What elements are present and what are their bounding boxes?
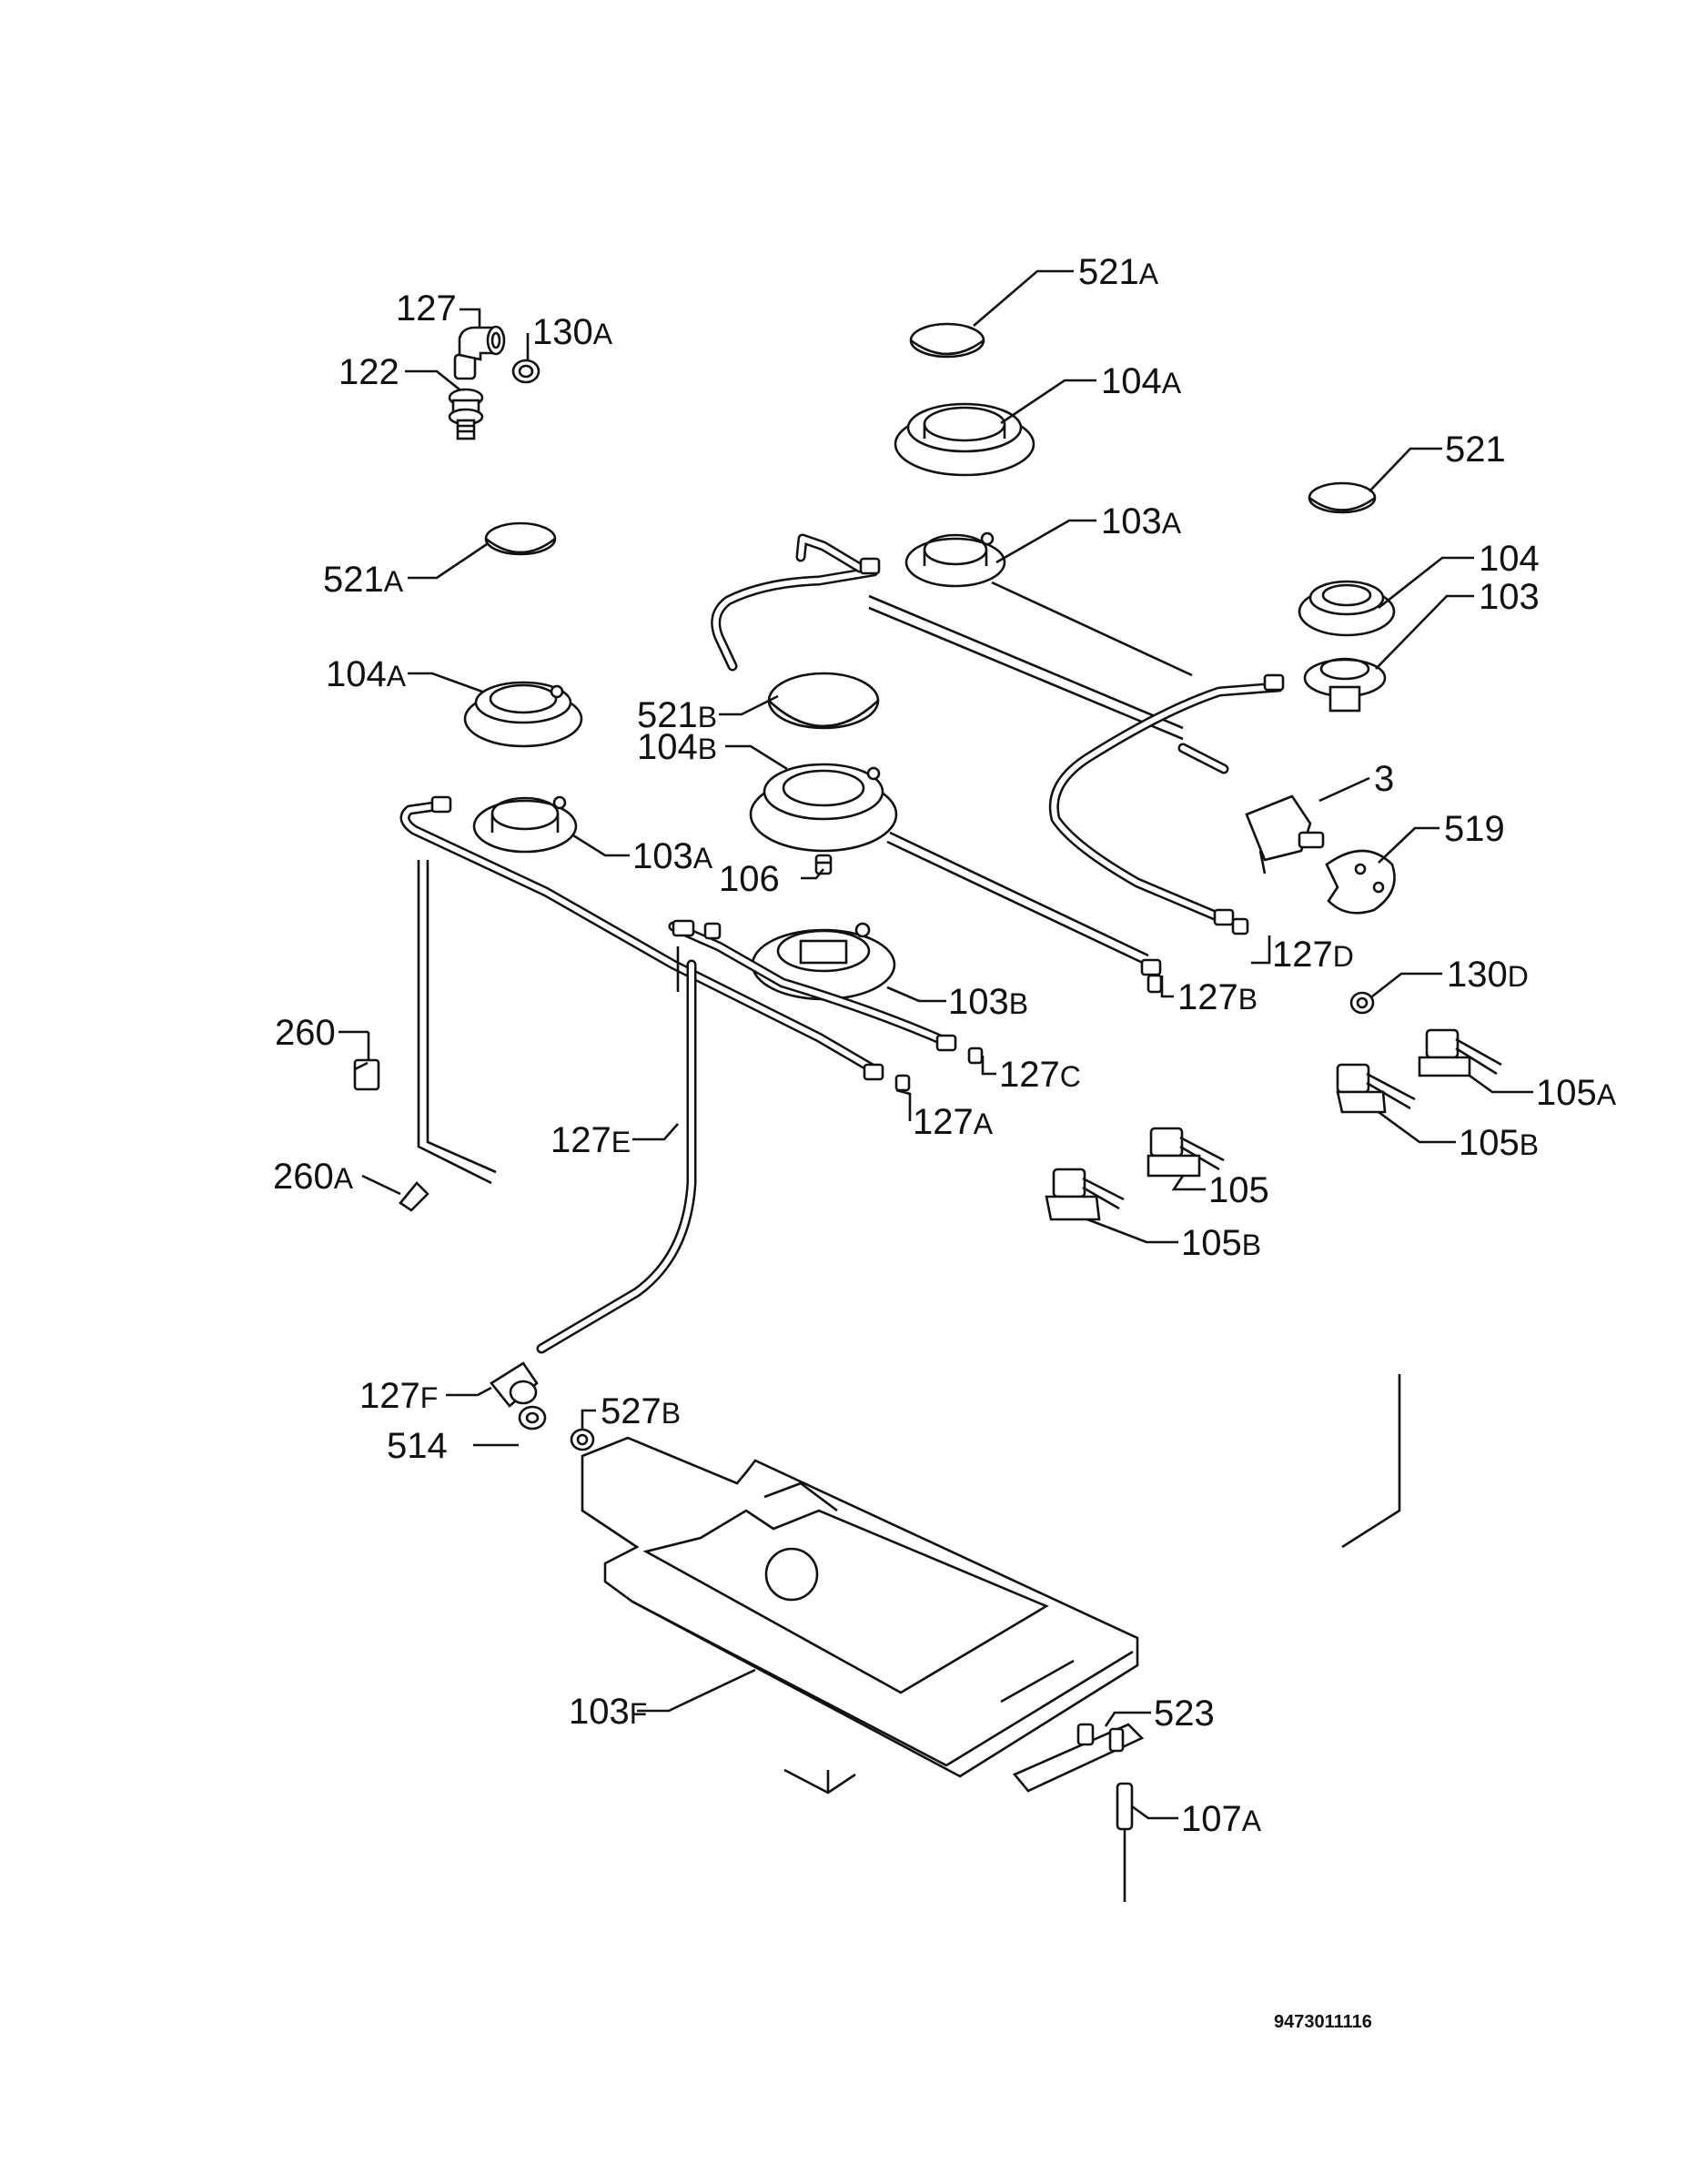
part-122-connector <box>448 388 484 440</box>
part-260A-clip <box>399 1181 429 1212</box>
label-514: 514 <box>387 1426 448 1466</box>
label-127E: 127E <box>551 1120 631 1160</box>
part-103A-burner-left <box>472 795 578 854</box>
label-104B: 104B <box>637 727 717 767</box>
label-521: 521 <box>1445 430 1506 470</box>
label-104A-top: 104A <box>1101 361 1182 401</box>
part-107A-thermocouple <box>1116 1782 1134 1902</box>
part-527B-nut <box>570 1428 595 1451</box>
part-104-crown-right <box>1298 580 1396 637</box>
part-130D-nut <box>1349 991 1375 1015</box>
label-103A-top: 103A <box>1101 501 1182 541</box>
part-260-clip <box>353 1058 380 1091</box>
gas-pipes <box>399 533 1284 1354</box>
part-521-cap-right <box>1308 481 1377 514</box>
label-104: 104 <box>1479 539 1540 579</box>
label-122: 122 <box>338 352 399 392</box>
label-127A: 127A <box>913 1102 994 1142</box>
label-105B-right: 105B <box>1459 1123 1539 1163</box>
part-105B-tap-mid <box>1045 1168 1125 1221</box>
label-130A: 130A <box>532 312 613 352</box>
part-104A-crown-top <box>894 402 1035 477</box>
label-127C: 127C <box>999 1055 1081 1095</box>
label-521A-left: 521A <box>323 560 404 600</box>
part-523-ignitor <box>1012 1723 1145 1793</box>
label-521A-top: 521A <box>1078 252 1159 292</box>
part-127-elbow <box>453 325 506 380</box>
label-130D: 130D <box>1447 955 1529 995</box>
part-105-tap <box>1146 1127 1225 1178</box>
document-code: 9473011116 <box>1274 2012 1372 2032</box>
label-103: 103 <box>1479 577 1540 617</box>
part-103B-burner <box>751 922 896 1001</box>
label-103B: 103B <box>948 982 1028 1022</box>
label-519: 519 <box>1444 809 1505 849</box>
label-127-top: 127 <box>396 288 457 329</box>
label-3: 3 <box>1374 759 1394 799</box>
label-521B: 521B <box>637 695 717 735</box>
label-103F: 103F <box>569 1692 647 1732</box>
part-3-valve <box>1245 794 1325 875</box>
label-127B: 127B <box>1177 977 1258 1017</box>
label-104A-left: 104A <box>326 654 407 694</box>
frame-edge-lines <box>783 1374 1401 1795</box>
part-104B-crown <box>749 763 898 853</box>
label-105B-mid: 105B <box>1181 1223 1261 1263</box>
part-103-burner-right <box>1303 657 1387 713</box>
part-104A-crown-left <box>463 681 583 748</box>
part-127F-elbow <box>490 1361 539 1408</box>
label-107A: 107A <box>1181 1799 1262 1839</box>
part-106-jet <box>814 854 833 875</box>
pipe-fittings <box>430 557 1285 1092</box>
label-103A-left: 103A <box>632 836 713 876</box>
part-521A-cap-left <box>484 521 557 556</box>
label-127D: 127D <box>1272 935 1354 975</box>
part-105B-tap-right <box>1336 1063 1416 1114</box>
part-103F-plate <box>581 1436 1139 1778</box>
part-514-nut <box>518 1405 547 1431</box>
part-521B-cap <box>767 672 880 730</box>
label-260A: 260A <box>273 1157 354 1197</box>
label-106: 106 <box>719 859 780 899</box>
part-521A-cap-top <box>909 322 985 359</box>
label-260: 260 <box>275 1013 336 1053</box>
label-523: 523 <box>1154 1694 1215 1734</box>
label-105A: 105A <box>1536 1073 1617 1113</box>
part-105A-tap <box>1418 1028 1502 1077</box>
label-105: 105 <box>1208 1170 1269 1210</box>
label-127F: 127F <box>359 1376 438 1416</box>
part-519-disc <box>1325 849 1396 915</box>
label-527B: 527B <box>601 1391 681 1431</box>
part-130A-nut <box>511 359 540 384</box>
part-103A-burner-top <box>904 531 1006 588</box>
leader-lines <box>338 269 1533 1820</box>
part-labels: 127 130A 122 521A 104A 521 103A 521A 104… <box>273 252 1617 2032</box>
